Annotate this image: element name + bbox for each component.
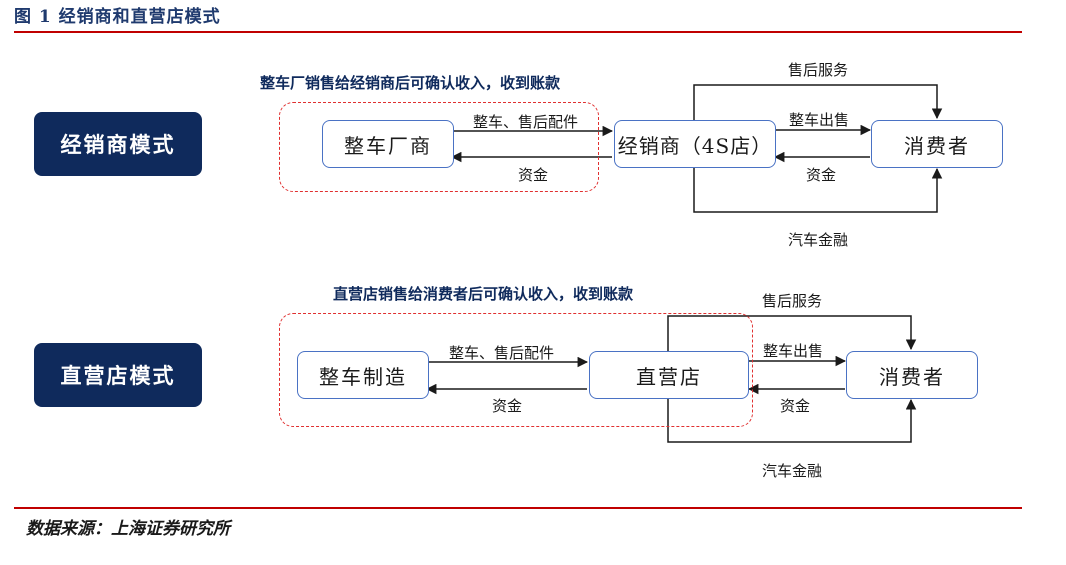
sale-label-dealer: 整车出售 bbox=[789, 111, 850, 129]
finance-label-direct: 汽车金融 bbox=[762, 462, 823, 480]
manufacturing-box: 整车制造 bbox=[297, 351, 429, 399]
manufacturer-box: 整车厂商 bbox=[322, 120, 454, 168]
source-note: 数据来源：上海证券研究所 bbox=[26, 519, 230, 539]
after-sales-path-dealer bbox=[693, 84, 943, 120]
dealer-mode-note: 整车厂销售给经销商后可确认收入，收到账款 bbox=[260, 74, 561, 92]
funds-label-direct: 资金 bbox=[492, 397, 523, 415]
after-sales-label-dealer: 售后服务 bbox=[788, 61, 849, 79]
dealer-box: 经销商（4S店） bbox=[614, 120, 776, 168]
dealer-revenue-dashed-frame bbox=[279, 102, 599, 192]
funds-label-consumer-dealer: 资金 bbox=[806, 166, 837, 184]
consumer-box-dealer: 消费者 bbox=[871, 120, 1003, 168]
direct-mode-label: 直营店模式 bbox=[34, 343, 202, 407]
footer-rule bbox=[14, 507, 1022, 509]
consumer-box-direct: 消费者 bbox=[846, 351, 978, 399]
dealer-mode-label: 经销商模式 bbox=[34, 112, 202, 176]
direct-mode-note: 直营店销售给消费者后可确认收入，收到账款 bbox=[333, 285, 634, 303]
goods-label-dealer: 整车、售后配件 bbox=[473, 113, 579, 131]
figure-title: 图 1 经销商和直营店模式 bbox=[14, 7, 221, 27]
after-sales-path-direct bbox=[667, 315, 917, 351]
finance-path-direct bbox=[667, 398, 917, 443]
direct-store-box: 直营店 bbox=[589, 351, 749, 399]
finance-path-dealer bbox=[693, 167, 943, 213]
after-sales-label-direct: 售后服务 bbox=[762, 292, 823, 310]
funds-label-dealer: 资金 bbox=[518, 166, 549, 184]
goods-label-direct: 整车、售后配件 bbox=[449, 344, 555, 362]
direct-revenue-dashed-frame bbox=[279, 313, 753, 427]
funds-label-consumer-direct: 资金 bbox=[780, 397, 811, 415]
title-rule bbox=[14, 31, 1022, 33]
sale-label-direct: 整车出售 bbox=[763, 342, 824, 360]
finance-label-dealer: 汽车金融 bbox=[788, 231, 849, 249]
